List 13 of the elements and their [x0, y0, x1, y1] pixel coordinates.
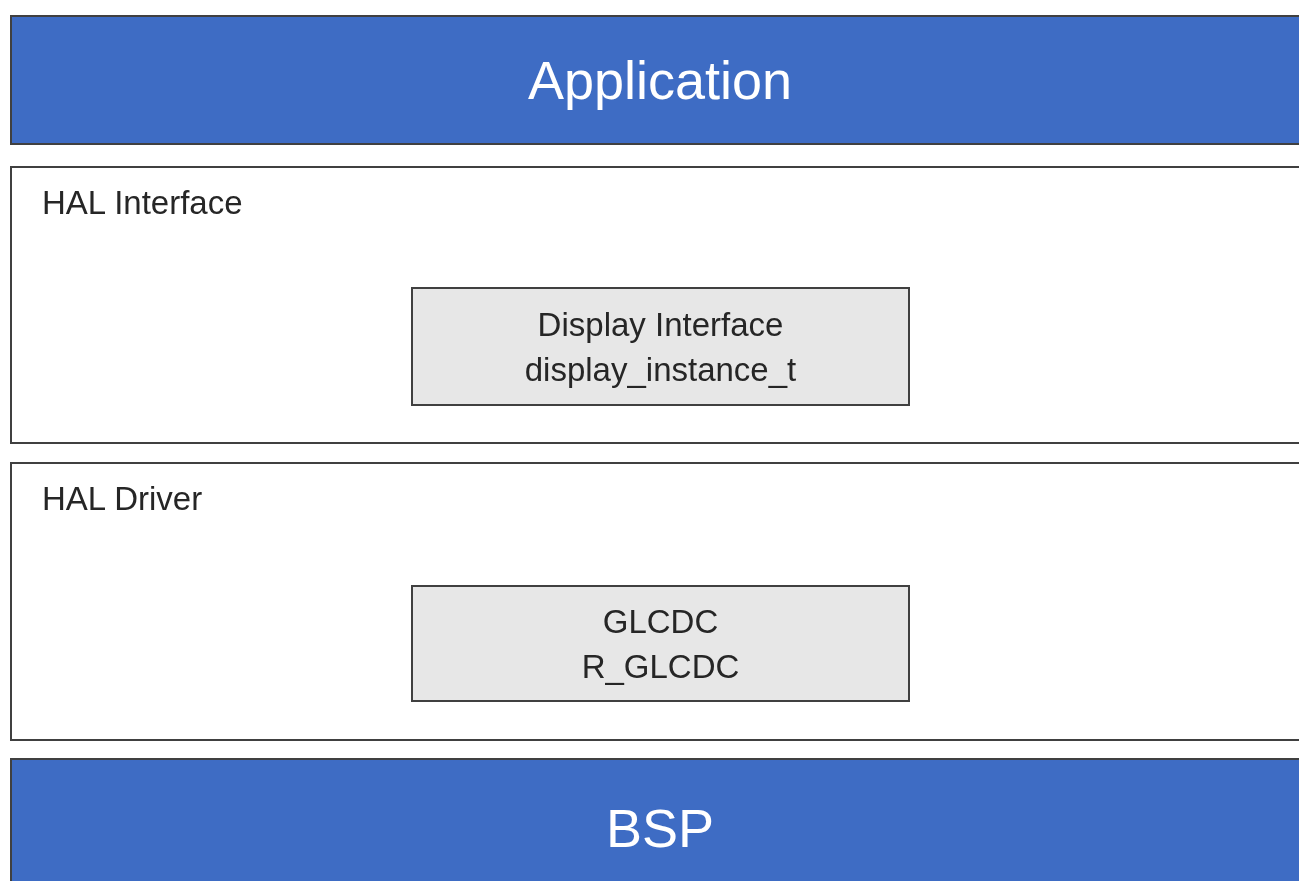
layer-band [10, 758, 1299, 881]
module-label: display_instance_t [524, 352, 797, 386]
layer-panel [10, 462, 1299, 741]
layer-panel [10, 166, 1299, 444]
layer-band [10, 15, 1299, 145]
module-label: R_GLCDC [581, 649, 740, 683]
layer-title: BSP [605, 801, 715, 855]
layer-title: HAL Interface [42, 186, 243, 219]
layer-title: HAL Driver [42, 482, 203, 515]
module-label: GLCDC [602, 604, 719, 638]
module-box [411, 287, 910, 406]
module-box [411, 585, 910, 702]
module-label: Display Interface [537, 307, 784, 341]
